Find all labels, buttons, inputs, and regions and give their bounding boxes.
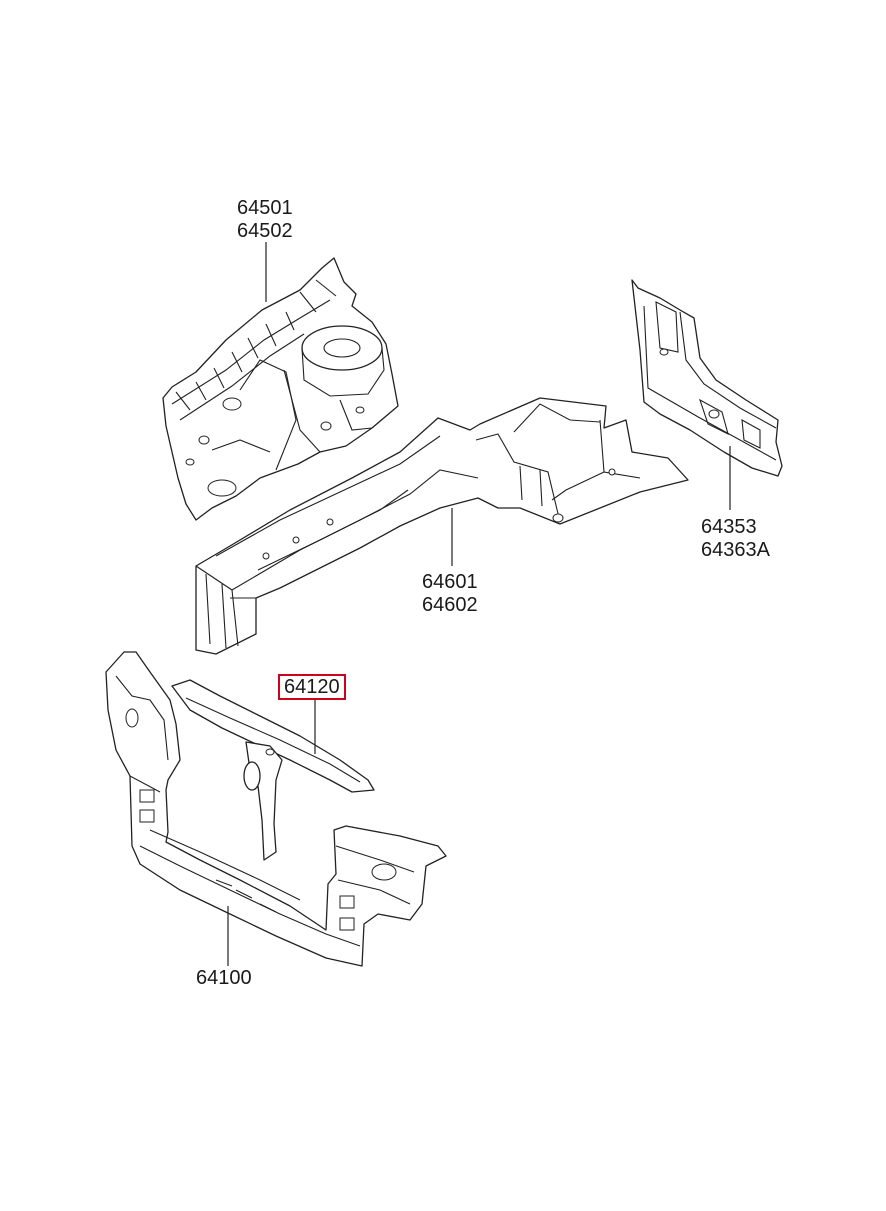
callout-fender-apron[interactable]: 64501 64502 [237,197,293,243]
front-side-member-part[interactable] [195,397,689,655]
part-number: 64601 [422,571,478,593]
part-number: 64363A [701,539,770,561]
side-panel-part[interactable] [631,279,783,477]
fender-apron-part[interactable] [162,257,399,521]
upper-member-part[interactable] [171,679,375,861]
callout-front-side-member[interactable]: 64601 64602 [422,571,478,617]
part-number: 64501 [237,197,293,219]
part-number: 64353 [701,516,757,538]
carrier-assembly-part[interactable] [105,651,447,967]
callout-carrier-assembly[interactable]: 64100 [196,967,252,990]
part-number: 64502 [237,220,293,242]
part-number: 64602 [422,594,478,616]
part-number: 64100 [196,967,252,989]
part-number: 64120 [284,676,340,698]
leader-lines [227,242,731,966]
callout-side-panel[interactable]: 64353 64363A [701,516,770,562]
callout-upper-member-highlighted[interactable]: 64120 [278,674,346,700]
